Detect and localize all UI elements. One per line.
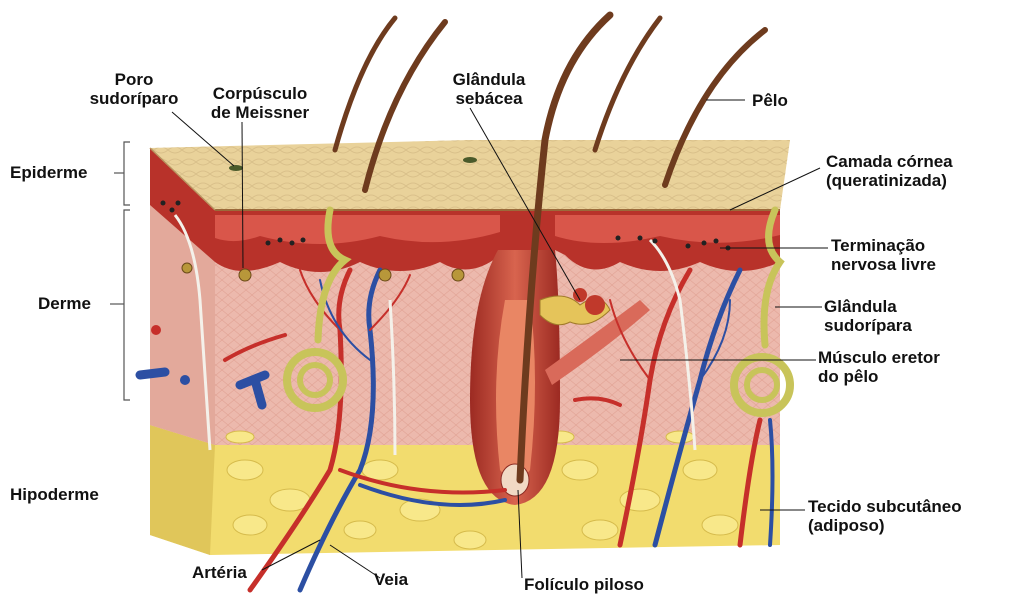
label-pelo: Pêlo bbox=[752, 91, 788, 110]
label-terminacao-line1: Terminação bbox=[831, 236, 936, 255]
label-camada-line2: (queratinizada) bbox=[826, 171, 953, 190]
label-foliculo-piloso: Folículo piloso bbox=[524, 575, 644, 594]
label-musculo-line1: Músculo eretor bbox=[818, 348, 940, 367]
label-musculo-line2: do pêlo bbox=[818, 367, 940, 386]
label-sudoripara-line1: Glândula bbox=[824, 297, 912, 316]
label-poro-line2: sudoríparo bbox=[78, 89, 190, 108]
layer-brackets bbox=[110, 142, 130, 400]
label-sebacea-line1: Glândula bbox=[434, 70, 544, 89]
label-derme: Derme bbox=[38, 294, 91, 313]
label-poro-line1: Poro bbox=[78, 70, 190, 89]
label-poro-sudoriparo: Poro sudoríparo bbox=[78, 70, 190, 108]
label-camada-cornea: Camada córnea (queratinizada) bbox=[826, 152, 953, 190]
label-corpusculo-meissner: Corpúsculo de Meissner bbox=[200, 84, 320, 122]
label-musculo-eretor: Músculo eretor do pêlo bbox=[818, 348, 940, 386]
label-glandula-sebacea: Glândula sebácea bbox=[434, 70, 544, 108]
label-hipoderme: Hipoderme bbox=[10, 485, 99, 504]
label-terminacao-nervosa: Terminação nervosa livre bbox=[831, 236, 936, 274]
label-sudoripara-line2: sudorípara bbox=[824, 316, 912, 335]
label-tecido-subcutaneo: Tecido subcutâneo (adiposo) bbox=[808, 497, 962, 535]
label-camada-line1: Camada córnea bbox=[826, 152, 953, 171]
label-terminacao-line2: nervosa livre bbox=[831, 255, 936, 274]
label-glandula-sudoripara: Glândula sudorípara bbox=[824, 297, 912, 335]
label-meissner-line2: de Meissner bbox=[200, 103, 320, 122]
label-veia: Veia bbox=[374, 570, 408, 589]
label-epiderme: Epiderme bbox=[10, 163, 87, 182]
label-tecido-line1: Tecido subcutâneo bbox=[808, 497, 962, 516]
hair-follicle bbox=[470, 250, 560, 505]
label-tecido-line2: (adiposo) bbox=[808, 516, 962, 535]
label-sebacea-line2: sebácea bbox=[434, 89, 544, 108]
label-arteria: Artéria bbox=[192, 563, 247, 582]
label-meissner-line1: Corpúsculo bbox=[200, 84, 320, 103]
